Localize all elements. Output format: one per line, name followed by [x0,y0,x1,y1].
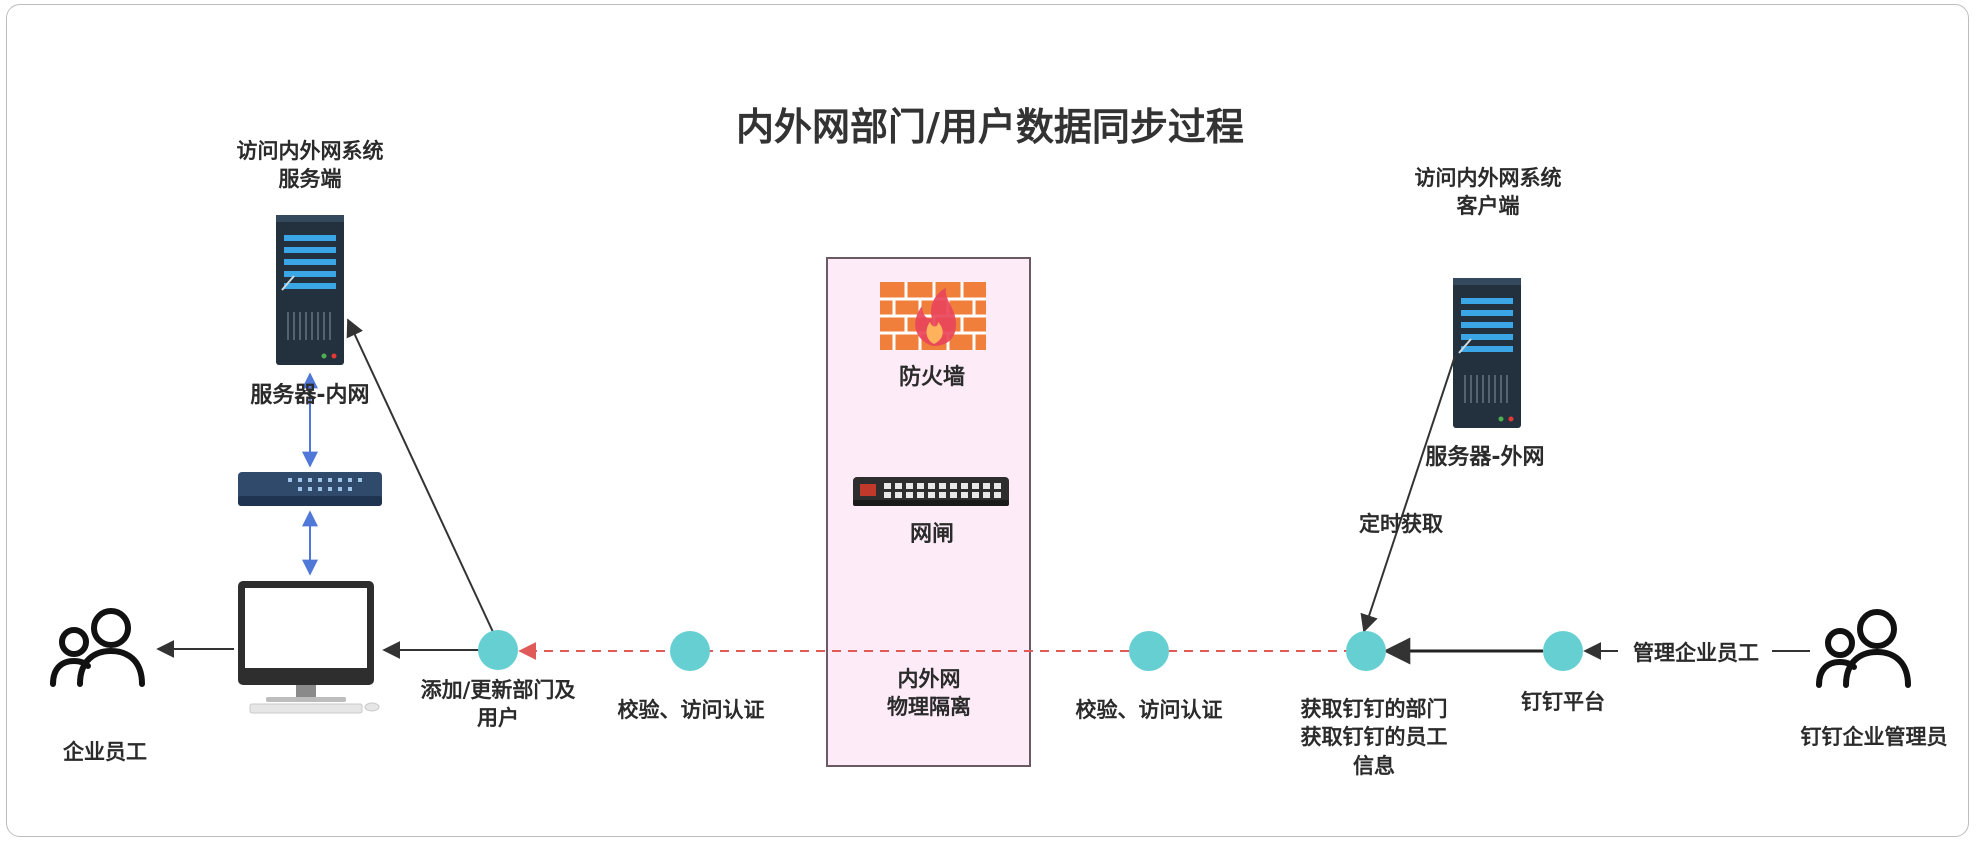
node-verify-left [670,631,710,671]
caption-line: 服务端 [278,167,342,192]
admin-users-icon [1816,609,1911,688]
node-dingtalk-platform [1543,631,1583,671]
label-line: 添加/更新部门及 [420,678,576,702]
label-line: 物理隔离 [887,695,971,720]
diagram-frame [6,4,1969,837]
isolation-label: 内外网 物理隔离 [887,665,971,722]
firewall-label: 防火墙 [898,365,966,390]
manage-employees-label: 管理企业员工 [1629,639,1763,668]
extranet-server-label: 服务器-外网 [1425,445,1545,470]
desktop-computer-icon [238,581,380,714]
extranet-server-icon [1453,278,1521,428]
node-fetch-info [1346,631,1386,671]
label-line: 用户 [476,706,519,731]
caption-line: 访问内外网系统 [1414,166,1562,190]
label-line: 内外网 [897,667,961,691]
node-add-update [478,630,518,670]
add-update-label: 添加/更新部门及 用户 [421,676,576,733]
fetch-info-label: 获取钉钉的部门 获取钉钉的员工 信息 [1301,695,1448,780]
caption-line: 访问内外网系统 [236,139,384,163]
intranet-server-icon [276,215,344,365]
arrow-server-fetch [1360,355,1456,633]
users-icon [50,608,145,687]
gateway-label: 网闸 [909,522,955,547]
extranet-server-caption: 访问内外网系统 客户端 [1415,164,1562,221]
node-verify-right [1129,631,1169,671]
scheduled-fetch-label: 定时获取 [1359,512,1443,536]
dingtalk-platform-label: 钉钉平台 [1521,690,1605,714]
network-switch-icon [238,472,382,506]
label-line: 获取钉钉的部门 [1300,697,1448,721]
dingtalk-admin-label: 钉钉企业管理员 [1800,725,1948,749]
gateway-icon [853,477,1009,506]
employee-label: 企业员工 [63,740,147,764]
intranet-server-caption: 访问内外网系统 服务端 [237,137,384,194]
diagram-title: 内外网部门/用户数据同步过程 [736,105,1244,149]
firewall-icon [880,282,986,350]
arrow-addupdate-server [346,318,494,633]
label-line: 获取钉钉的员工 [1300,725,1448,750]
verify-right-label: 校验、访问认证 [1075,698,1223,722]
intranet-server-label: 服务器-内网 [250,383,370,408]
label-line: 信息 [1353,753,1395,778]
caption-line: 客户端 [1456,194,1520,219]
verify-left-label: 校验、访问认证 [617,698,765,722]
